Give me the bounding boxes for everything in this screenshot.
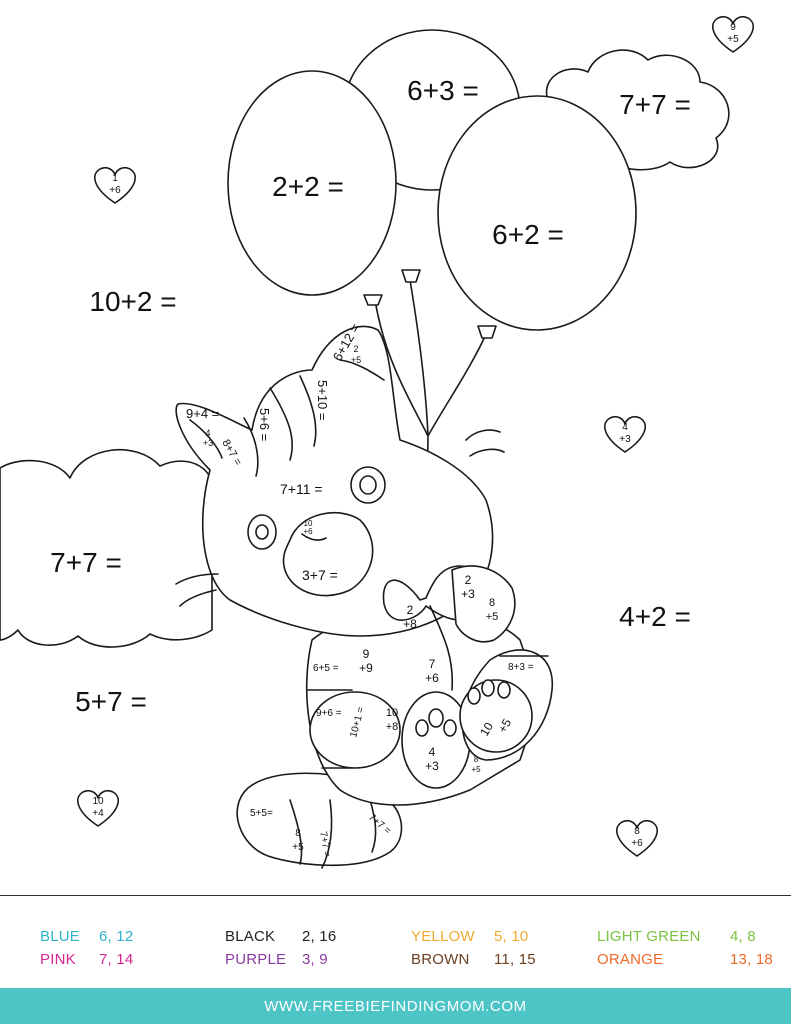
stacked-problem: +5 xyxy=(495,716,514,735)
key-color-black: BLACK xyxy=(225,928,276,945)
stacked-problem: 10 xyxy=(477,720,496,739)
key-color-orange: ORANGE xyxy=(597,951,664,968)
stacked-problem: 9 xyxy=(363,647,370,661)
balloon-top-equation: 6+3 = xyxy=(407,75,479,106)
cat-muzzle xyxy=(282,512,374,597)
key-numbers-yellow: 5, 10 xyxy=(494,928,529,945)
stacked-problem: +6 xyxy=(425,671,439,685)
cat-label: 7+7 = xyxy=(317,831,332,858)
cat-label: 6+5 = xyxy=(313,663,339,674)
balloon-strings xyxy=(374,279,489,561)
cloud-top-equation: 7+7 = xyxy=(619,89,691,120)
key-numbers-orange: 13, 18 xyxy=(730,951,773,968)
stacked-problem: 10 xyxy=(386,707,398,719)
balloon-left-equation: 2+2 = xyxy=(272,171,344,202)
key-numbers-purple: 3, 9 xyxy=(302,951,328,968)
cat-label: 7+11 = xyxy=(280,481,323,497)
heart-problem-bottom: +4 xyxy=(92,808,104,819)
cat-label: 8+3 = xyxy=(508,662,534,673)
balloon-right xyxy=(437,95,637,331)
key-color-purple: PURPLE xyxy=(225,951,287,968)
key-divider xyxy=(0,895,791,896)
heart-icon xyxy=(77,789,119,827)
cat-head xyxy=(175,325,494,637)
side-equation-5-7: 5+7 = xyxy=(75,686,147,717)
stacked-problem: 8 xyxy=(295,828,301,839)
balloon-right-knot xyxy=(477,325,497,339)
key-color-brown: BROWN xyxy=(411,951,470,968)
heart-problem-top: 9 xyxy=(730,22,736,33)
key-color-light-green: LIGHT GREEN xyxy=(597,928,701,945)
heart-problem-top: 8 xyxy=(634,826,640,837)
footer-url: WWW.FREEBIEFINDINGMOM.COM xyxy=(264,997,527,1015)
stacked-problem: 7 xyxy=(429,657,436,671)
cloud-left-equation: 7+7 = xyxy=(50,547,122,578)
stacked-problem: +5 xyxy=(292,842,304,853)
stacked-problem: +6 xyxy=(303,527,313,536)
key-numbers-blue: 6, 12 xyxy=(99,928,134,945)
cat-foot-left xyxy=(401,691,471,789)
cloud-left xyxy=(0,448,214,648)
stacked-problem: 2 xyxy=(353,344,358,354)
key-color-blue: BLUE xyxy=(40,928,80,945)
cat-label: 9+6 = xyxy=(316,708,342,719)
cat-bow-ribbon xyxy=(451,565,516,643)
side-equation-4-2: 4+2 = xyxy=(619,601,691,632)
heart-icon xyxy=(616,819,658,857)
key-numbers-brown: 11, 15 xyxy=(494,951,536,968)
heart-icon xyxy=(712,15,754,53)
stacked-problem: +8 xyxy=(403,617,417,631)
balloon-left-knot xyxy=(363,294,383,306)
side-equation-10-2: 10+2 = xyxy=(89,286,176,317)
cat-label: 5+5= xyxy=(250,808,273,819)
heart-problem-bottom: +3 xyxy=(619,434,631,445)
stacked-problem: 2 xyxy=(407,603,414,617)
heart-problem-bottom: +6 xyxy=(109,185,121,196)
key-numbers-light-green: 4, 8 xyxy=(730,928,756,945)
heart-icon xyxy=(604,415,646,453)
heart-problem-top: 1 xyxy=(112,173,118,184)
stacked-problem: +3 xyxy=(425,759,439,773)
stacked-problem: +5 xyxy=(486,611,499,623)
key-color-yellow: YELLOW xyxy=(411,928,475,945)
stacked-problem: +5 xyxy=(471,765,481,774)
key-numbers-black: 2, 16 xyxy=(302,928,337,945)
stacked-problem: +5 xyxy=(351,355,361,365)
key-color-pink: PINK xyxy=(40,951,76,968)
heart-problem-top: 4 xyxy=(622,422,628,433)
cat-label: 9+4 = xyxy=(186,406,219,421)
stacked-problem: 4 xyxy=(205,428,210,438)
cat-label: 5+10 = xyxy=(315,380,330,421)
cat-label: 3+7 = xyxy=(302,567,338,583)
coloring-page-artwork: 6+3 = 2+2 = 6+2 = 7+7 = 7+7 = 10+2 = 5+7… xyxy=(0,15,754,869)
balloon-top-knot xyxy=(401,269,421,283)
stacked-problem: +9 xyxy=(359,661,373,675)
stacked-problem: +3 xyxy=(461,587,475,601)
stacked-problem: 4 xyxy=(429,745,436,759)
balloon-right-equation: 6+2 = xyxy=(492,219,564,250)
stacked-problem: 8 xyxy=(489,597,495,609)
cat-label: 5+6 = xyxy=(257,408,272,441)
heart-icon xyxy=(94,166,136,204)
heart-problem-bottom: +6 xyxy=(631,838,643,849)
heart-problem-bottom: +5 xyxy=(727,34,739,45)
stacked-problem: 10 xyxy=(304,519,313,528)
stacked-problem: 2 xyxy=(465,573,472,587)
cat-leg-left xyxy=(309,691,401,769)
stacked-problem: +8 xyxy=(386,721,399,733)
stacked-problem: +3 xyxy=(203,438,213,448)
heart-problem-top: 10 xyxy=(92,796,104,807)
key-numbers-pink: 7, 14 xyxy=(99,951,134,968)
footer-banner: WWW.FREEBIEFINDINGMOM.COM xyxy=(0,988,791,1024)
balloon-left xyxy=(227,70,397,296)
stacked-problem: 8 xyxy=(474,755,479,764)
